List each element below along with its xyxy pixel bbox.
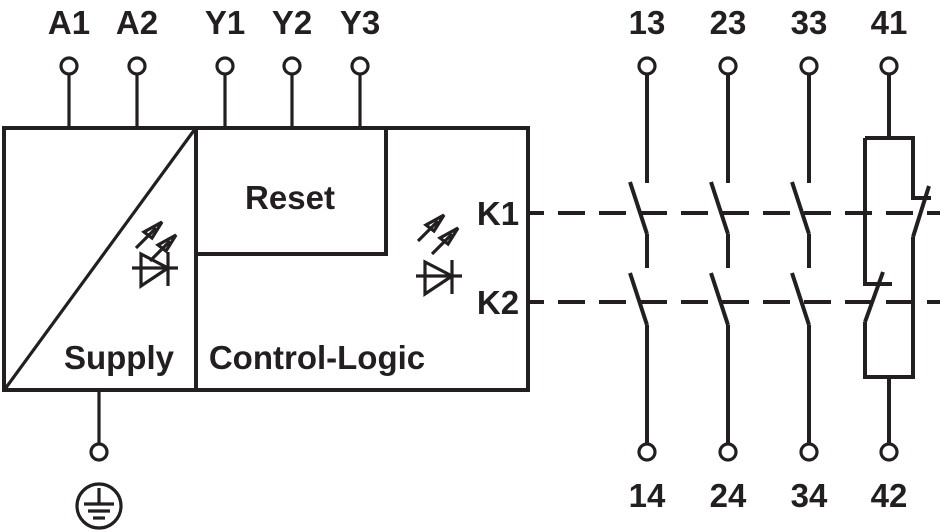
input-terminal-wires [67,73,362,128]
contact-33-34 [790,73,811,444]
terminal-a1 [59,56,79,76]
control-logic-label: Control-Logic [209,339,425,376]
terminal-24 [718,442,738,462]
terminal-y2 [282,56,302,76]
contact-label-23: 23 [710,4,747,41]
supply-diagonal [3,128,197,390]
terminal-23 [718,56,738,76]
contact-label-34: 34 [791,477,828,514]
contact-label-14: 14 [629,477,666,514]
terminal-label-a1: A1 [48,4,90,41]
terminal-label-y3: Y3 [340,4,380,41]
k2-label: K2 [477,284,519,321]
protective-earth-icon [75,482,123,530]
terminal-pe [89,442,109,462]
reset-box [196,128,388,256]
terminal-42 [879,442,899,462]
terminal-y3 [350,56,370,76]
terminal-33 [799,56,819,76]
contact-label-33: 33 [791,4,828,41]
contact-label-24: 24 [710,477,747,514]
led-icon [416,213,462,297]
terminal-14 [637,442,657,462]
terminal-label-y2: Y2 [272,4,312,41]
terminal-label-a2: A2 [116,4,158,41]
terminal-a2 [127,56,147,76]
led-icon [132,220,178,289]
contact-41-42 [863,73,931,444]
supply-label: Supply [64,339,175,376]
relay-module-box [2,126,530,392]
contact-label-41: 41 [871,4,908,41]
terminal-label-y1: Y1 [205,4,245,41]
terminal-34 [799,442,819,462]
k1-label: K1 [477,195,519,232]
terminal-41 [879,56,899,76]
contact-23-24 [709,73,730,444]
terminal-13 [637,56,657,76]
contact-label-42: 42 [871,477,908,514]
terminal-y1 [215,56,235,76]
contact-label-13: 13 [629,4,666,41]
contact-13-14 [628,73,649,444]
reset-label: Reset [245,179,335,216]
